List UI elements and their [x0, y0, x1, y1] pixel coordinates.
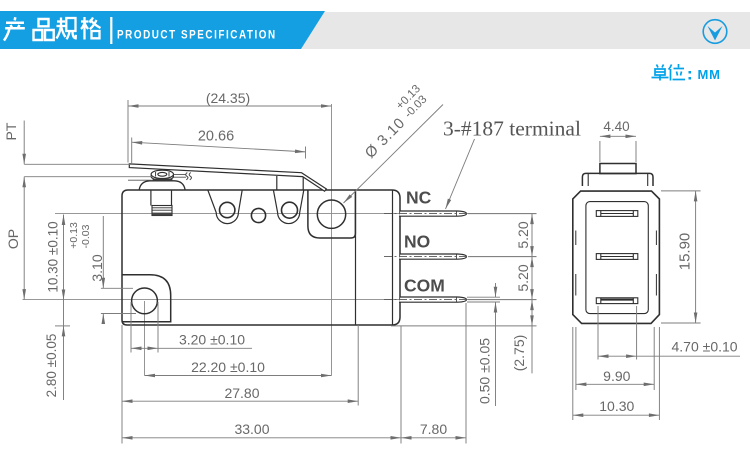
svg-text:+0.13: +0.13 — [68, 222, 80, 249]
svg-text:20.66: 20.66 — [198, 129, 234, 145]
svg-text:2.80 ±0.05: 2.80 ±0.05 — [44, 334, 59, 398]
svg-text:27.80: 27.80 — [224, 385, 259, 401]
svg-text:4.70 ±0.10: 4.70 ±0.10 — [672, 339, 738, 355]
svg-text:OP: OP — [5, 229, 21, 249]
svg-text:10.30 ±0.10: 10.30 ±0.10 — [46, 221, 61, 292]
svg-text:3-#187 terminal: 3-#187 terminal — [443, 117, 581, 141]
svg-text:5.20: 5.20 — [515, 221, 531, 248]
svg-text:MM: MM — [698, 67, 721, 82]
svg-text:COM: COM — [404, 276, 445, 296]
svg-text:PRODUCT SPECIFICATION: PRODUCT SPECIFICATION — [117, 29, 277, 42]
svg-text:15.90: 15.90 — [677, 233, 694, 271]
svg-text:(24.35): (24.35) — [206, 90, 250, 106]
svg-text:Ø 3.10: Ø 3.10 — [362, 114, 409, 161]
svg-text:10.30: 10.30 — [599, 398, 634, 414]
svg-text:PT: PT — [3, 122, 19, 140]
svg-text:4.40: 4.40 — [603, 119, 629, 134]
svg-text:(2.75): (2.75) — [511, 335, 527, 372]
svg-text:NO: NO — [404, 232, 430, 252]
svg-text:3.20 ±0.10: 3.20 ±0.10 — [179, 332, 245, 348]
svg-text:7.80: 7.80 — [420, 421, 447, 437]
svg-text:22.20 ±0.10: 22.20 ±0.10 — [191, 359, 265, 375]
svg-text:NC: NC — [406, 188, 432, 208]
svg-text:33.00: 33.00 — [234, 421, 269, 437]
svg-text:3.10: 3.10 — [89, 254, 105, 281]
svg-text:9.90: 9.90 — [603, 368, 630, 384]
svg-text:0.50 ±0.05: 0.50 ±0.05 — [477, 338, 493, 404]
svg-text:5.20: 5.20 — [515, 264, 531, 291]
svg-text:-0.03: -0.03 — [80, 224, 92, 248]
